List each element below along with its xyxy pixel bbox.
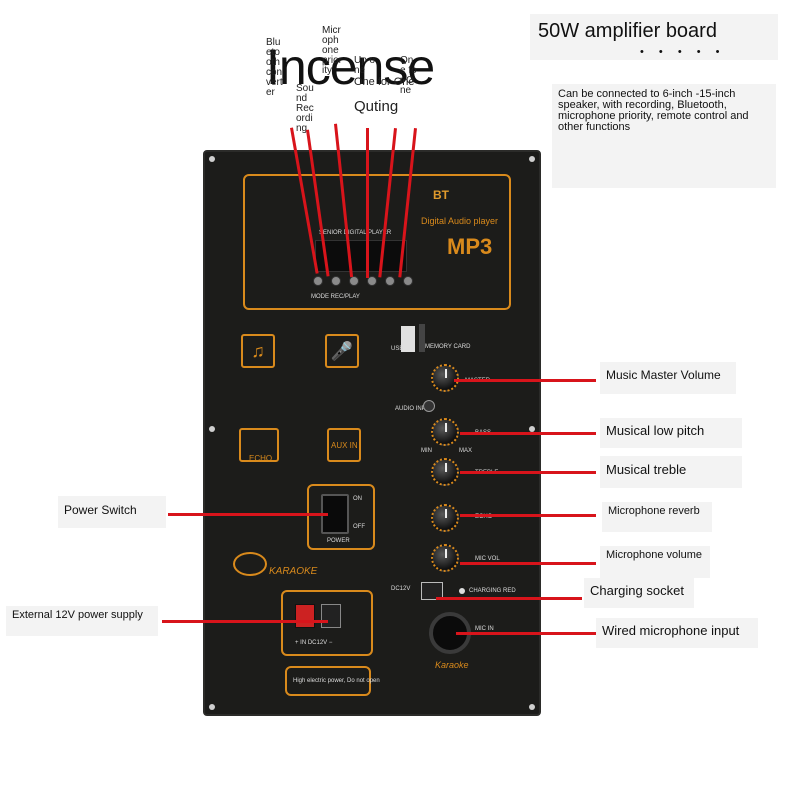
karaoke-logo: KARAOKE [269,566,318,577]
label-treble: Musical treble [600,456,742,488]
screw [209,156,215,162]
dc-terminal-black[interactable] [321,604,341,628]
btn-play[interactable] [385,276,395,286]
aux-in-text: AUX IN [331,441,358,450]
description-box: Can be connected to 6-inch -15-inch spea… [552,84,776,188]
usb-label: USB [391,346,404,352]
btn-mic-priority[interactable] [349,276,359,286]
dc12v-label: + IN DC12V − [295,640,333,646]
screw [209,704,215,710]
knob-label-echo: ECHO [475,514,493,520]
aux-in-icon: AUX IN [327,428,361,462]
senior-text: SENIOR DIGITAL PLAYER [319,230,392,236]
screw [529,156,535,162]
title-subtitle: • • • • • [640,46,726,58]
echo-icon: ECHO [239,428,279,463]
label-up-one: Up one [354,55,376,76]
label-one-for-one-2: One for One [400,55,417,96]
karaoke-mic-icon [233,552,267,576]
charging-red-label: CHARGING RED [469,588,516,594]
btn-next[interactable] [403,276,413,286]
memory-card-label: MEMORY CARD [425,344,471,350]
microphone-icon: 🎤 [325,334,359,368]
off-label: OFF [353,524,365,530]
echo-icon-text: ECHO [249,454,273,463]
charging-led [459,588,465,594]
label-mic-volume: Microphone volume [600,546,710,578]
pointer-line [436,597,582,600]
player-panel: BT Digital Audio player MP3 SENIOR DIGIT… [243,174,511,310]
mic-in-label: MIC IN [475,626,494,632]
power-switch-panel: ON OFF POWER [307,484,375,550]
label-master-volume: Music Master Volume [600,362,736,394]
page-title: 50W amplifier board [538,20,717,42]
dc-terminal-red[interactable] [295,604,315,628]
label-charging-socket: Charging socket [584,578,694,608]
pointer-line [460,514,596,517]
display-window [315,240,407,272]
knob-label-mic-vol: MIC VOL [475,556,500,562]
mode-rec-text: MODE REC/PLAY [311,294,360,300]
btn-prev[interactable] [367,276,377,286]
screw [529,426,535,432]
label-sound-recording: Sound Recording [296,83,314,134]
label-power-switch: Power Switch [58,496,166,528]
btn-rec[interactable] [331,276,341,286]
bass-knob[interactable] [431,418,459,446]
min-label: MIN [421,448,432,454]
sd-card-slot[interactable] [419,324,425,352]
pointer-line [366,128,369,278]
master-volume-knob[interactable] [431,364,459,392]
title-box: 50W amplifier board • • • • • [530,14,778,60]
warning-text: High electric power, Do not open [293,678,380,684]
music-note-icon: ♫ [241,334,275,368]
watermark-text: Incense [266,39,435,95]
screw [529,704,535,710]
mp3-logo: MP3 [447,234,493,259]
pointer-line [162,620,328,623]
warning-panel: High electric power, Do not open [285,666,380,696]
label-ext-power: External 12V power supply [6,606,158,636]
max-label: MAX [459,448,473,454]
mic-volume-knob[interactable] [431,544,459,572]
label-mic-reverb: Microphone reverb [602,502,712,532]
on-label: ON [353,496,362,502]
pointer-line [460,471,596,474]
karaoke-small-logo: Karaoke [435,660,469,670]
pointer-line [456,632,596,635]
pointer-line [460,432,596,435]
label-quting: Quting [354,98,399,115]
brand-bt: BT [433,188,449,202]
btn-mode[interactable] [313,276,323,286]
pointer-line [454,379,596,382]
usb-port[interactable] [401,326,415,352]
dc12v-in-label: DC12V [391,586,411,592]
label-low-pitch: Musical low pitch [600,418,742,448]
description-text: Can be connected to 6-inch -15-inch spea… [558,88,749,133]
audio-input-jack[interactable] [423,400,435,412]
pointer-line [460,562,596,565]
echo-knob[interactable] [431,504,459,532]
treble-knob[interactable] [431,458,459,486]
label-one-for-one: One for One [354,76,415,88]
label-wired-mic: Wired microphone input [596,618,758,648]
dc12v-panel: + IN DC12V − [281,590,373,656]
power-label: POWER [327,538,350,544]
charging-socket[interactable] [421,582,443,600]
digital-player-text: Digital Audio player [421,216,499,226]
pointer-line [168,513,328,516]
audio-input-label: AUDIO INPUT [395,406,434,412]
label-mic-priority: Microphone priority [322,25,343,76]
screw [209,426,215,432]
label-bluetooth: Bluetooth converter [266,37,283,98]
